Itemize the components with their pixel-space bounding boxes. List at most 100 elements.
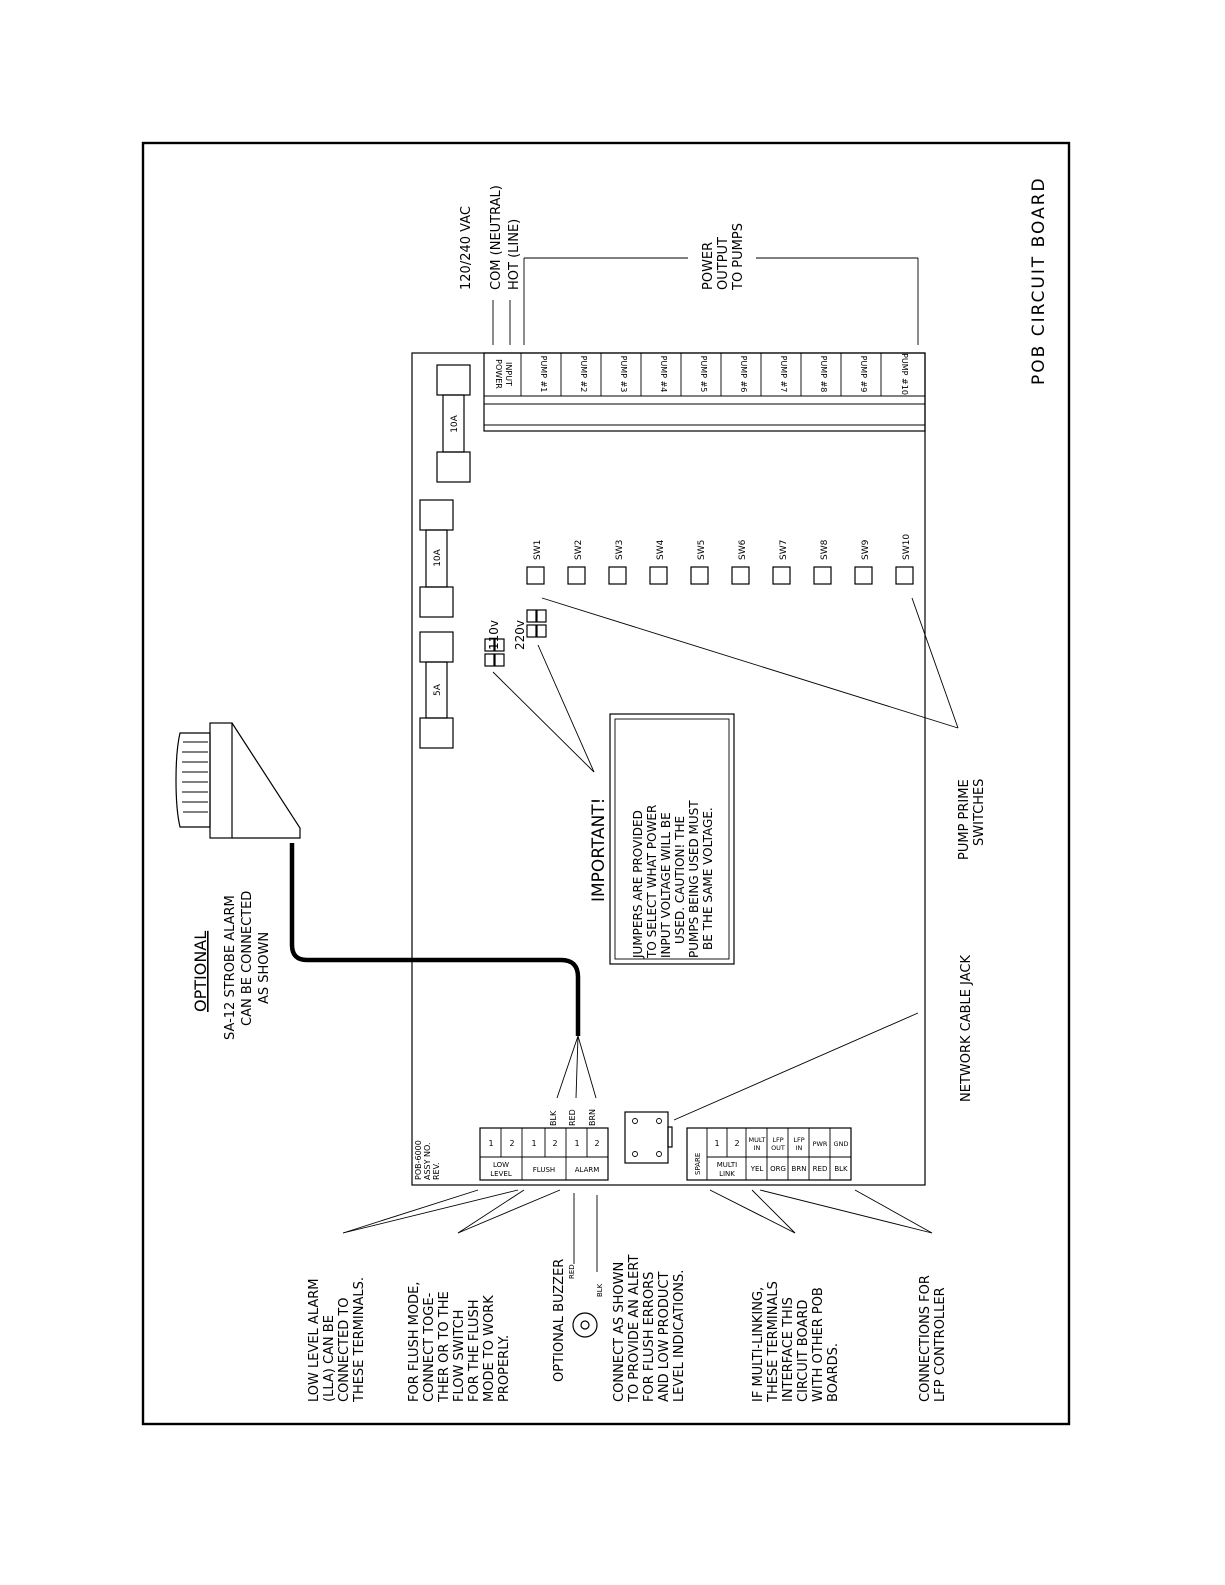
flush-terminal-1[interactable]: 1 [531,1139,536,1148]
switch-sw8[interactable] [813,566,832,585]
power-terminal-strip: POWER INPUT PUMP #1 PUMP #2 PUMP #3 PUMP… [483,352,926,432]
svg-text:(LLA) CAN BE: (LLA) CAN BE [322,1315,337,1402]
mult-in-color: YEL [750,1165,764,1173]
jumper-220v-label: 220v [513,620,527,650]
switch-sw9-label: SW9 [861,539,871,560]
multi-link-terminal-1[interactable]: 1 [714,1139,719,1148]
switch-sw4[interactable] [649,566,668,585]
pump-label-5: PUMP #5 [699,356,708,393]
lfp-out-label-1[interactable]: LFP [772,1136,783,1144]
alarm-block-label: ALARM [575,1166,600,1174]
important-line-3: INPUT VOLTAGE WILL BE [659,812,673,958]
buzzer-title: OPTIONAL BUZZER [552,1259,567,1382]
lfp-out-color: ORG [770,1165,786,1173]
switch-sw2[interactable] [567,566,586,585]
flush-terminal-2[interactable]: 2 [552,1139,557,1148]
low-level-terminal-2[interactable]: 2 [509,1139,514,1148]
switch-sw9[interactable] [854,566,873,585]
switch-sw4-label: SW4 [656,539,666,560]
pump-label-4: PUMP #4 [659,356,668,393]
switch-sw7-label: SW7 [779,540,789,560]
strobe-line-3: AS SHOWN [257,932,272,1004]
svg-text:CIRCUIT BOARD: CIRCUIT BOARD [796,1300,811,1402]
alarm-terminal-2[interactable]: 2 [594,1139,599,1148]
pump-label-1: PUMP #1 [539,356,548,393]
wire-brn: BRN [588,1109,597,1126]
gnd-terminal-label[interactable]: GND [834,1140,849,1148]
strobe-cable [289,843,581,1036]
power-output-line-2: OUTPUT [716,237,731,290]
lfp-in-label-2: IN [796,1144,803,1152]
important-note-box: IMPORTANT! JUMPERS ARE PROVIDED TO SELEC… [589,713,735,965]
fuse-10a-2: 10A [436,364,471,483]
lfp-in-label-1[interactable]: LFP [793,1136,804,1144]
terminal-block-multilink-lfp: SPARE 1 2 MULTI LINK MULT IN YEL LFP OUT… [686,1127,852,1181]
gnd-color: BLK [834,1165,848,1173]
flush-block-label: FLUSH [533,1166,555,1174]
fuse-10a-2-label: 10A [450,414,460,432]
board-title: POB CIRCUIT BOARD [1029,176,1049,385]
pwr-color: RED [813,1165,828,1173]
com-neutral-label: COM (NEUTRAL) [489,185,504,290]
strobe-alarm-illustration [175,722,301,839]
mult-in-label-1[interactable]: MULT [748,1136,765,1144]
power-output-line-3: TO PUMPS [731,223,746,291]
power-input-wiring: 120/240 VAC COM (NEUTRAL) HOT (LINE) POW… [459,185,919,345]
note-low-level: LOW LEVEL ALARM (LLA) CAN BE CONNECTED T… [307,1277,367,1403]
fuse-5a: 5A [419,631,454,749]
network-cable-jack [624,1111,673,1164]
wire-blk: BLK [549,1110,558,1126]
multi-link-terminal-2[interactable]: 2 [734,1139,739,1148]
low-level-block-label-2: LEVEL [490,1170,512,1178]
lfp-in-color: BRN [792,1165,807,1173]
terminal-block-lowlevel-flush-alarm: 1 2 1 2 1 2 LOW LEVEL FLUSH ALARM [479,1127,609,1181]
low-level-terminal-1[interactable]: 1 [488,1139,493,1148]
switch-sw6-label: SW6 [738,539,748,560]
svg-text:LOW LEVEL ALARM: LOW LEVEL ALARM [307,1278,322,1402]
power-input-label-1: POWER [494,359,503,389]
note-multi-link: IF MULTI-LINKING, THESE TERMINALS INTERF… [751,1281,841,1403]
svg-text:CONNECT AS SHOWN: CONNECT AS SHOWN [612,1262,627,1402]
assy-label-2: ASSY NO. [423,1142,432,1180]
svg-text:THESE TERMINALS.: THESE TERMINALS. [352,1277,367,1403]
switch-sw1[interactable] [526,566,545,585]
svg-text:CONNECTIONS FOR: CONNECTIONS FOR [918,1275,933,1402]
multi-link-label-2: LINK [719,1170,735,1178]
assy-label-1: POB-6000 [414,1140,423,1180]
pump-label-6: PUMP #6 [739,356,748,393]
switch-sw5-label: SW5 [697,540,707,560]
pump-prime-label-2: SWITCHES [972,779,987,846]
fuse-5a-label: 5A [433,683,443,696]
svg-text:IF MULTI-LINKING,: IF MULTI-LINKING, [751,1287,766,1402]
pwr-terminal-label[interactable]: PWR [813,1140,828,1148]
switch-sw7[interactable] [772,566,791,585]
mult-in-label-2: IN [754,1144,761,1152]
pump-label-3: PUMP #3 [619,356,628,393]
pump-label-9: PUMP #9 [859,356,868,393]
pump-label-10: PUMP #10 [900,353,909,395]
important-line-5: PUMPS BEING USED MUST [687,800,701,958]
alarm-terminal-1[interactable]: 1 [574,1139,579,1148]
switch-sw3-label: SW3 [615,540,625,560]
svg-text:CONNECTED TO: CONNECTED TO [337,1297,352,1402]
svg-text:LFP CONTROLLER: LFP CONTROLLER [933,1287,948,1402]
switch-sw2-label: SW2 [574,540,584,560]
drawing-frame [141,141,1071,1426]
svg-text:THER OR TO THE: THER OR TO THE [437,1291,452,1403]
svg-text:THESE TERMINALS: THESE TERMINALS [766,1281,781,1403]
pump-label-8: PUMP #8 [819,356,828,393]
switch-sw3[interactable] [608,566,627,585]
switch-sw5[interactable] [690,566,709,585]
note-lfp: CONNECTIONS FOR LFP CONTROLLER [918,1275,948,1402]
switch-sw10-label: SW10 [902,534,912,560]
circuit-board-outline [411,352,926,1186]
svg-text:AND LOW PRODUCT: AND LOW PRODUCT [657,1272,672,1402]
switch-sw6[interactable] [731,566,750,585]
svg-text:TO PROVIDE AN ALERT: TO PROVIDE AN ALERT [627,1255,642,1403]
power-output-line-1: POWER [701,242,716,290]
switch-sw10[interactable] [895,566,914,585]
low-level-block-label-1: LOW [493,1161,509,1169]
important-line-2: TO SELECT WHAT POWER [645,805,659,959]
pump-label-7: PUMP #7 [779,356,788,393]
